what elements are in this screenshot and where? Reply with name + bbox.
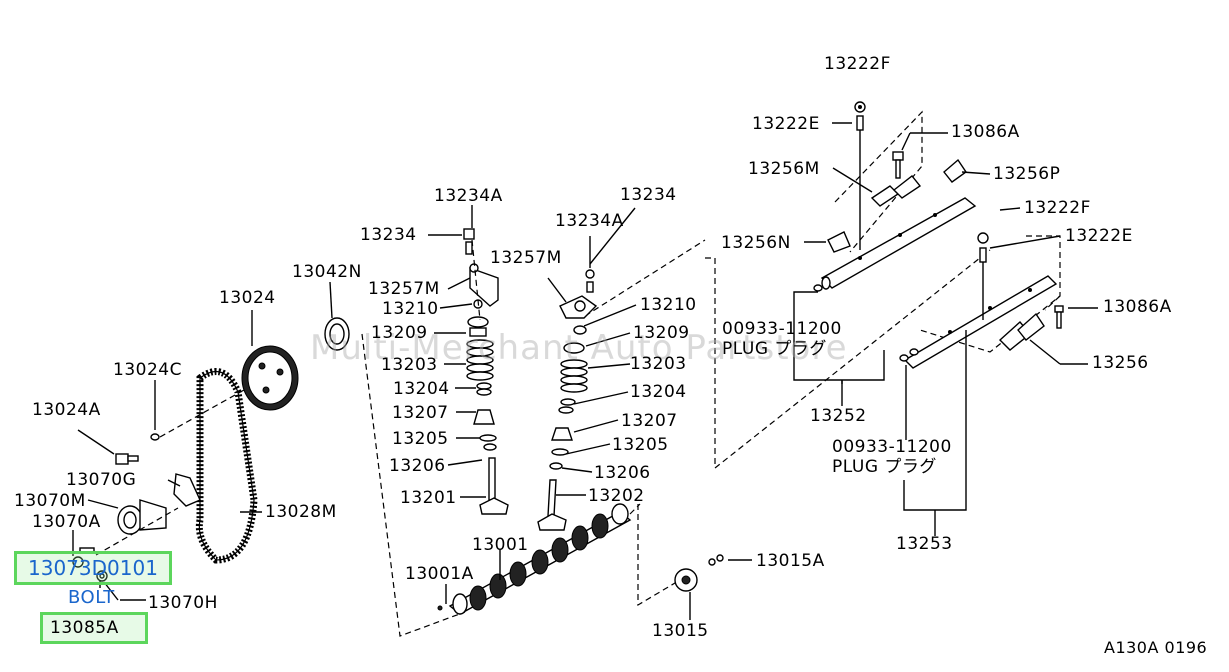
watermark: Multi-Merchant Auto Partstore [310, 328, 848, 368]
label-13001[interactable]: 13001 [472, 535, 529, 555]
label-13253[interactable]: 13253 [896, 534, 953, 554]
label-13257m-left[interactable]: 13257M [368, 279, 440, 299]
label-13204-right[interactable]: 13204 [630, 382, 687, 402]
label-13024a[interactable]: 13024A [32, 400, 101, 420]
label-13209-right[interactable]: 13209 [633, 323, 690, 343]
label-13234-left[interactable]: 13234 [360, 225, 417, 245]
label-13222e-mid[interactable]: 13222E [1065, 226, 1133, 246]
label-13222e-top[interactable]: 13222E [752, 114, 820, 134]
label-13257m-right[interactable]: 13257M [490, 248, 562, 268]
timing-belt-drawing [72, 281, 350, 601]
label-13206-left[interactable]: 13206 [389, 456, 446, 476]
highlighted-part-name: BOLT [68, 587, 115, 608]
label-13256m[interactable]: 13256M [748, 159, 820, 179]
label-13203-right[interactable]: 13203 [630, 354, 687, 374]
label-13001a[interactable]: 13001A [405, 564, 474, 584]
label-13085a[interactable]: 13085A [50, 618, 119, 638]
label-13204-left[interactable]: 13204 [393, 379, 450, 399]
label-13070g[interactable]: 13070G [66, 470, 137, 490]
label-13210-left[interactable]: 13210 [382, 299, 439, 319]
label-13086a-mid[interactable]: 13086A [1103, 297, 1172, 317]
label-13256[interactable]: 13256 [1092, 353, 1149, 373]
label-13210-right[interactable]: 13210 [640, 295, 697, 315]
label-plug2-name: PLUG プラグ [832, 457, 937, 477]
label-plug2-number[interactable]: 00933-11200 [832, 437, 952, 457]
label-13205-right[interactable]: 13205 [612, 435, 669, 455]
label-13015a[interactable]: 13015A [756, 551, 825, 571]
label-plug1-name: PLUG プラグ [722, 339, 827, 359]
highlighted-part-number[interactable]: 13073D0101 [28, 556, 158, 580]
label-13042n[interactable]: 13042N [292, 262, 362, 282]
label-plug1-number[interactable]: 00933-11200 [722, 319, 842, 339]
label-13205-left[interactable]: 13205 [392, 429, 449, 449]
label-13256p[interactable]: 13256P [993, 164, 1061, 184]
label-13234-right[interactable]: 13234 [620, 185, 677, 205]
label-13070h[interactable]: 13070H [148, 593, 218, 613]
camshaft-drawing [437, 503, 752, 620]
label-13256n[interactable]: 13256N [721, 233, 791, 253]
label-13203-left[interactable]: 13203 [381, 355, 438, 375]
label-13206-right[interactable]: 13206 [594, 463, 651, 483]
label-13028m[interactable]: 13028M [265, 502, 337, 522]
label-13202[interactable]: 13202 [588, 486, 645, 506]
valve-train-right-drawing [361, 207, 637, 637]
label-13024c[interactable]: 13024C [113, 360, 182, 380]
label-13209-left[interactable]: 13209 [371, 323, 428, 343]
label-13070a[interactable]: 13070A [32, 512, 101, 532]
label-13234a-left[interactable]: 13234A [434, 186, 503, 206]
label-13222f-top[interactable]: 13222F [824, 54, 891, 74]
label-13222f-mid[interactable]: 13222F [1024, 198, 1091, 218]
label-13207-left[interactable]: 13207 [392, 403, 449, 423]
label-13015[interactable]: 13015 [652, 621, 709, 641]
label-13070m[interactable]: 13070M [14, 491, 86, 511]
label-13024[interactable]: 13024 [219, 288, 276, 308]
label-13201[interactable]: 13201 [400, 488, 457, 508]
valve-train-left-drawing [428, 205, 509, 515]
diagram-code: A130A 0196 [1104, 638, 1208, 657]
rocker-shaft-assembly-drawing [584, 101, 1098, 536]
label-13234a-right[interactable]: 13234A [555, 211, 624, 231]
label-13086a-top[interactable]: 13086A [951, 122, 1020, 142]
highlight-box-13085a[interactable] [40, 612, 148, 644]
label-13207-right[interactable]: 13207 [621, 411, 678, 431]
highlight-box-part-number[interactable] [14, 551, 172, 585]
label-13252[interactable]: 13252 [810, 406, 867, 426]
